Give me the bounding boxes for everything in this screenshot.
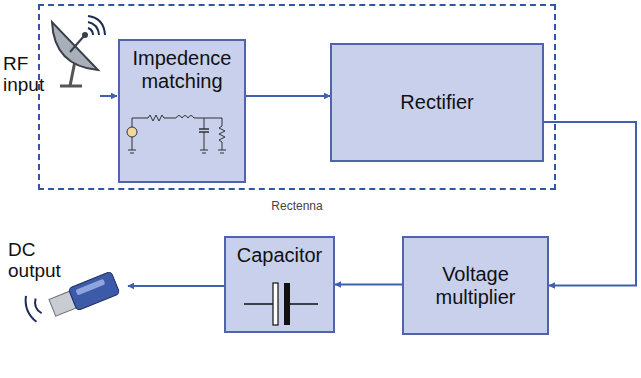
signal-wave: [33, 298, 42, 314]
resistor-symbol: [148, 115, 164, 121]
wire: [164, 118, 176, 119]
wire: [204, 132, 205, 150]
usb-dongle-icon: [22, 263, 120, 328]
output-arrow: [128, 285, 224, 287]
input-arrow: [100, 95, 117, 97]
signal-wave: [88, 22, 99, 35]
flow-arrow: [335, 284, 402, 286]
wire: [222, 118, 223, 126]
capacitor-symbol: [199, 131, 209, 133]
dish-feed-arm: [70, 36, 84, 52]
wire: [132, 118, 133, 127]
wire: [132, 118, 148, 119]
signal-wave: [88, 28, 93, 35]
capacitor-plate: [284, 283, 290, 325]
dongle-highlight: [75, 279, 105, 296]
wire: [204, 118, 205, 129]
dish-reflector: [52, 22, 98, 70]
matching-circuit-symbol: [127, 115, 226, 153]
inductor-symbol: [176, 116, 194, 119]
wire: [194, 118, 222, 119]
lead-wire: [290, 303, 318, 305]
flow-arrow: [246, 95, 330, 97]
lead-wire: [244, 303, 273, 305]
signal-wave: [88, 16, 105, 35]
dish-base: [60, 85, 82, 88]
dongle-body: [68, 271, 120, 310]
process-box: Voltage multiplier: [402, 236, 549, 335]
signal-wave: [22, 296, 36, 323]
group-label: Rectenna: [40, 200, 554, 214]
flow-arrow: [544, 122, 636, 286]
box-label: Impedence matching: [126, 47, 238, 93]
resistor-symbol: [219, 126, 225, 142]
dish-feed: [82, 32, 88, 38]
dish-stand: [70, 56, 76, 86]
process-box: Impedence matching: [118, 39, 246, 183]
capacitor-symbol: [244, 283, 318, 325]
dish-antenna-icon: [52, 16, 105, 86]
input-label: RF input: [3, 54, 49, 96]
capacitor-plate: [273, 283, 278, 325]
output-label: DC output: [8, 240, 78, 282]
box-label: Rectifier: [400, 91, 473, 114]
capacitor-symbol: [199, 128, 209, 130]
process-box: Rectifier: [330, 43, 544, 162]
rectenna-group: RectennaImpedence matchingRectifier: [38, 4, 556, 190]
process-box: Capacitor: [224, 236, 335, 333]
wire: [222, 142, 223, 150]
wire: [132, 137, 133, 150]
ground-symbol: [128, 150, 226, 153]
box-label: Voltage multiplier: [410, 263, 541, 309]
source-symbol: [127, 127, 137, 137]
usb-plug: [49, 291, 76, 316]
box-label: Capacitor: [237, 244, 323, 267]
